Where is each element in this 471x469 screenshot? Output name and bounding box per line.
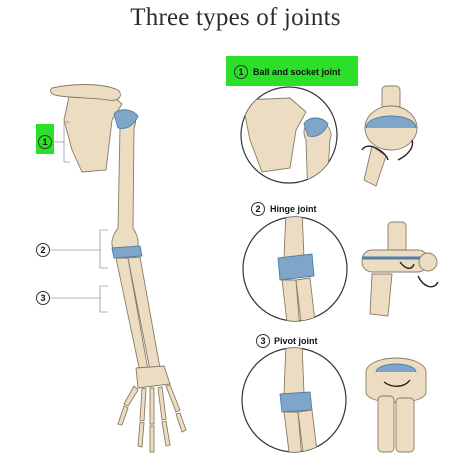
bracket-lines <box>50 121 108 313</box>
schematic-ball-socket <box>361 85 418 187</box>
joint-number-2: 2 <box>251 202 265 216</box>
closeup-ball-socket <box>240 86 338 184</box>
joint-label-pivot: Pivot joint <box>274 336 318 346</box>
arm-marker-1: 1 <box>38 135 52 149</box>
joint-number-3: 3 <box>256 334 270 348</box>
closeup-hinge <box>242 216 348 322</box>
elbow-cartilage <box>111 245 143 259</box>
joint-label-hinge: Hinge joint <box>270 204 317 214</box>
humerus <box>111 111 139 251</box>
shoulder-cartilage <box>113 109 139 129</box>
arm-marker-3: 3 <box>36 291 50 305</box>
joint-number-1: 1 <box>234 65 248 79</box>
closeup-pivot <box>241 347 347 453</box>
hand-fingers <box>117 384 187 453</box>
joint-label-ball-socket: Ball and socket joint <box>253 67 341 77</box>
carpals <box>135 365 171 389</box>
schematic-hinge <box>361 221 439 317</box>
page-title: Three types of joints <box>130 4 341 31</box>
scapula <box>63 91 123 173</box>
arm-skeleton <box>49 84 187 453</box>
highlight-label-ball-socket <box>226 56 358 86</box>
arm-marker-2: 2 <box>36 243 50 257</box>
schematic-pivot <box>365 357 427 453</box>
